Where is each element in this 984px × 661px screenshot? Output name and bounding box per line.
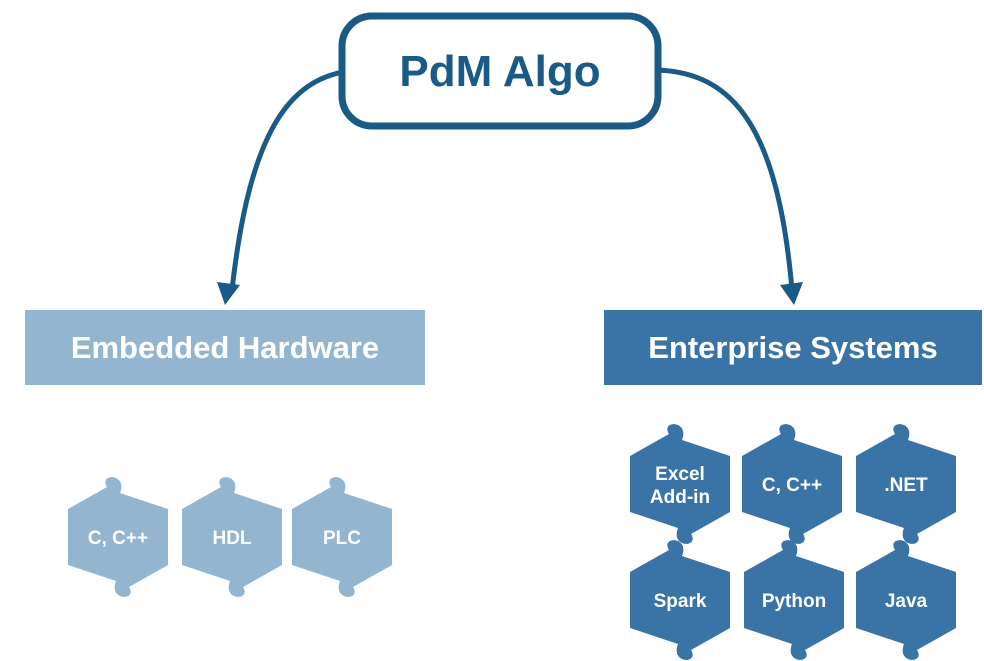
category-enterprise-label: Enterprise Systems — [648, 330, 937, 365]
tile-enterprise-dotnet: .NET — [856, 424, 956, 544]
category-embedded-label: Embedded Hardware — [71, 330, 379, 365]
tile-embedded-hdl: HDL — [182, 477, 282, 597]
tile-label: PLC — [323, 528, 361, 549]
tile-label: HDL — [212, 528, 251, 549]
root-node: PdM Algo — [338, 12, 662, 130]
tile-group-embedded: C, C++ HDL PLC — [68, 477, 392, 597]
tile-label: Spark — [654, 591, 707, 612]
category-embedded: Embedded Hardware — [25, 310, 425, 385]
tile-enterprise-spark: Spark — [630, 540, 730, 660]
tile-label-line-2: Add-in — [650, 487, 710, 508]
arrow-to-enterprise-line — [653, 67, 795, 293]
tile-enterprise-excel-addin: Excel Add-in — [630, 424, 730, 544]
tile-embedded-c-cpp: C, C++ — [68, 477, 168, 597]
tile-label: .NET — [884, 475, 928, 496]
tile-embedded-plc: PLC — [292, 477, 392, 597]
arrow-to-enterprise — [653, 67, 803, 305]
arrow-to-enterprise-head — [780, 282, 803, 305]
arrow-to-embedded-head — [217, 282, 240, 305]
category-enterprise: Enterprise Systems — [604, 310, 982, 385]
tile-label: C, C++ — [762, 475, 822, 496]
tile-label: C, C++ — [88, 528, 148, 549]
arrow-to-embedded — [217, 67, 365, 305]
tile-enterprise-python: Python — [744, 540, 844, 660]
arrow-to-embedded-line — [229, 67, 365, 293]
tile-label: Java — [885, 591, 928, 612]
category-enterprise-box — [604, 310, 982, 385]
root-node-label: PdM Algo — [399, 47, 600, 96]
category-embedded-box — [25, 310, 425, 385]
tile-group-enterprise: Excel Add-in C, C++ .NET Spark Python Ja… — [630, 424, 956, 660]
tile-label-line-1: Excel — [655, 464, 705, 485]
tile-enterprise-c-cpp: C, C++ — [742, 424, 842, 544]
root-node-box — [338, 12, 662, 130]
tile-label: Python — [762, 591, 826, 612]
tile-enterprise-java: Java — [856, 540, 956, 660]
